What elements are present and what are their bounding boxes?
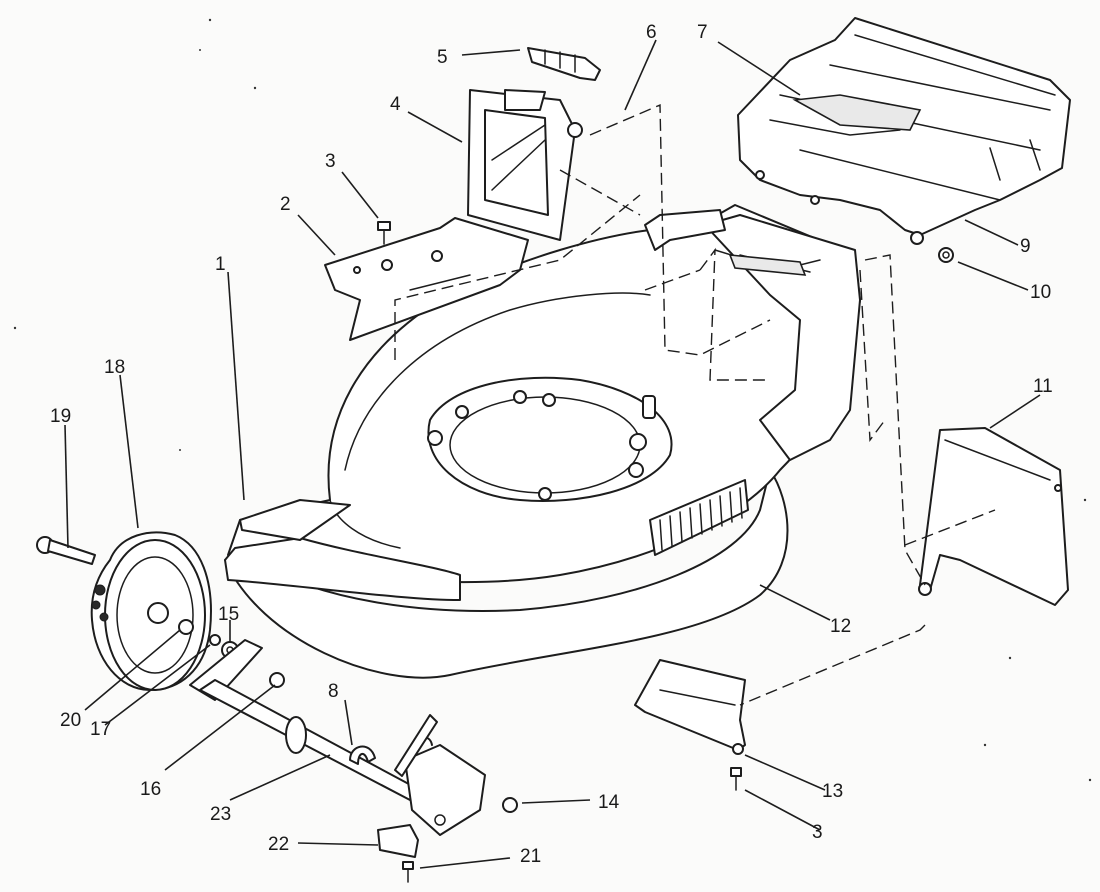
- callout-21: 21: [520, 846, 541, 867]
- mower-deck: [224, 204, 861, 679]
- callout-9: 9: [1020, 236, 1031, 257]
- side-door-part: [918, 427, 1069, 606]
- pin-part: [394, 714, 438, 777]
- rear-cover-part: [737, 17, 1071, 245]
- screw-part-lower: [730, 767, 742, 791]
- callout-15: 15: [218, 604, 239, 625]
- callout-1: 1: [215, 254, 226, 275]
- leader-lines: [64, 39, 1041, 869]
- callout-22: 22: [268, 834, 289, 855]
- callout-3: 3: [325, 151, 336, 172]
- callout-3-lower: 3: [812, 822, 823, 843]
- block-part: [377, 824, 419, 858]
- callout-8: 8: [328, 681, 339, 702]
- callout-5: 5: [437, 47, 448, 68]
- callout-12: 12: [830, 616, 851, 637]
- nut-part: [938, 247, 954, 263]
- assembly-lines: [394, 103, 996, 706]
- callout-7: 7: [697, 22, 708, 43]
- callout-16: 16: [140, 779, 161, 800]
- callout-11: 11: [1033, 376, 1053, 397]
- callout-2: 2: [280, 194, 291, 215]
- callout-19: 19: [50, 406, 71, 427]
- screw-part-21: [402, 861, 414, 883]
- screw-part: [377, 221, 391, 245]
- callout-labels: 1 2 3 3 4 5 6 7 8 9 10 11 12 13 14 15 16…: [50, 22, 1053, 867]
- knob-part: [527, 47, 601, 81]
- deflector-plate-part: [324, 217, 529, 341]
- chute-frame-part: [467, 89, 583, 241]
- wheel-part: [90, 531, 212, 691]
- axle-bracket-part: [189, 639, 486, 836]
- scan-speckles: [13, 18, 1092, 782]
- callout-14: 14: [598, 792, 620, 813]
- mulch-plate-part: [634, 659, 746, 755]
- nut-part-14: [502, 797, 518, 813]
- callout-10: 10: [1030, 282, 1051, 303]
- callout-17: 17: [90, 719, 111, 740]
- callout-20: 20: [60, 710, 81, 731]
- callout-23: 23: [210, 804, 231, 825]
- clip-part: [349, 745, 376, 765]
- callout-18: 18: [104, 357, 125, 378]
- callout-4: 4: [390, 94, 401, 115]
- callout-13: 13: [822, 781, 843, 802]
- callout-6: 6: [646, 22, 657, 43]
- wheel-bolt-part: [36, 536, 96, 565]
